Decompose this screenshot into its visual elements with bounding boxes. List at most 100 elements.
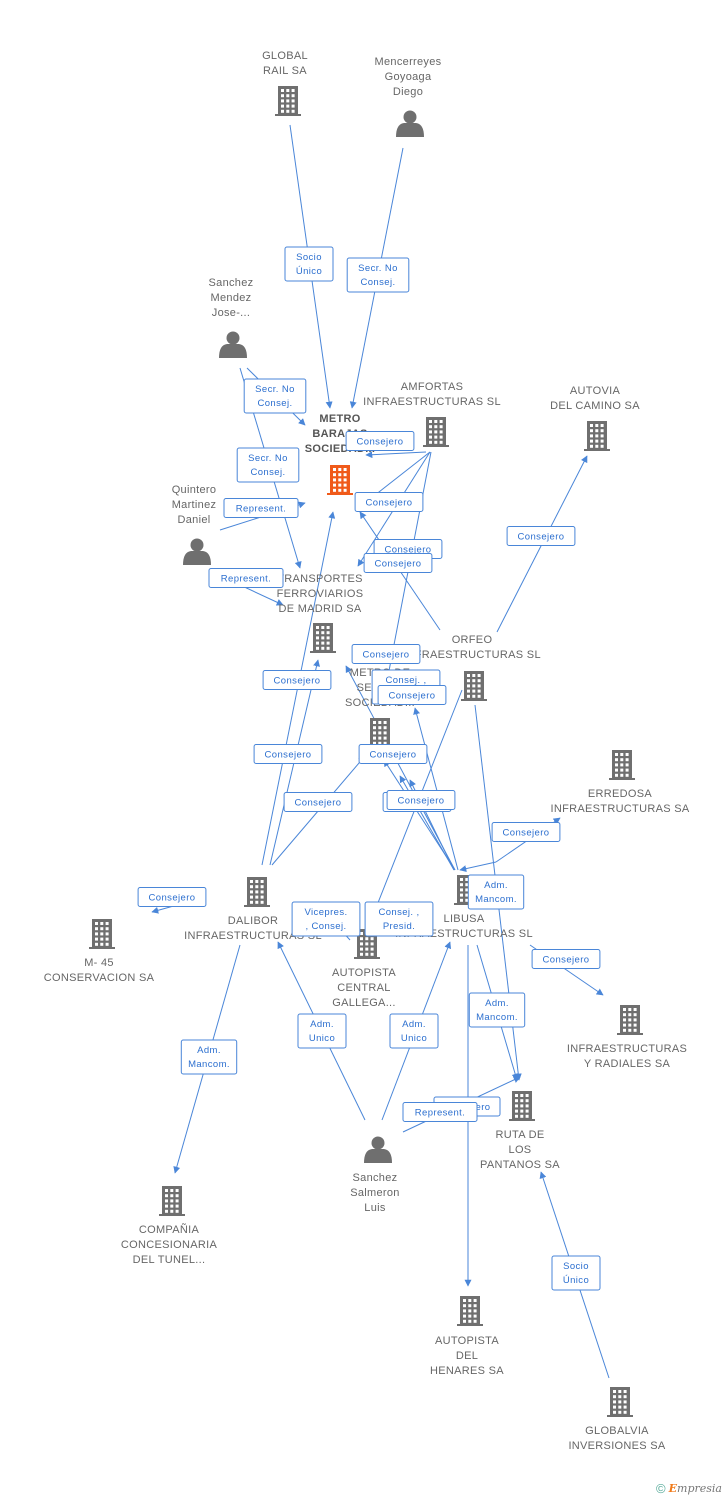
edge-label-text: Mancom.	[475, 894, 517, 905]
edge-label-text: Represent.	[221, 574, 271, 585]
node-autovia[interactable]: AUTOVIA DEL CAMINO SA	[550, 385, 640, 451]
edge-label-box[interactable]: Consejero	[137, 887, 207, 907]
node-label: Quintero	[172, 484, 217, 496]
edge-label-box[interactable]: Consejero	[351, 644, 421, 664]
edge-label-box[interactable]: Adm. Mancom.	[180, 1039, 238, 1075]
edge-label-text: Consej.	[250, 467, 285, 478]
edge-label-box[interactable]: Consejero	[253, 744, 323, 764]
node-label: HENARES SA	[430, 1365, 504, 1377]
building-icon	[159, 1186, 185, 1216]
edge-label-text: Vicepres.	[304, 907, 347, 918]
edge-label-text: Consejero	[363, 650, 410, 661]
node-label: CONCESIONARIA	[121, 1239, 218, 1251]
edge-label-text: Secr. No	[255, 384, 295, 395]
node-label: DALIBOR	[228, 915, 278, 927]
edge-label-text: Presid.	[383, 921, 415, 932]
building-icon	[89, 919, 115, 949]
edge-label-box[interactable]: Consejero	[491, 822, 561, 842]
node-label: Goyoaga	[385, 71, 432, 83]
node-sanchez-mendez[interactable]: SanchezMendezJose-...	[209, 277, 254, 358]
edge-label-text: Consejero	[370, 750, 417, 761]
node-label: DEL TUNEL...	[133, 1254, 206, 1266]
edge-label-text: Consejero	[149, 893, 196, 904]
building-icon	[609, 750, 635, 780]
edge-label-text: Socio	[296, 252, 322, 263]
edge-label-box[interactable]: Adm.Mancom.	[468, 992, 526, 1028]
edge-label-text: Consejero	[543, 955, 590, 966]
node-label: DEL	[456, 1350, 478, 1362]
edge-label-box[interactable]: Consejero	[386, 790, 456, 810]
edge-label-box[interactable]: Adm.Unico	[297, 1013, 347, 1049]
edge-label-box[interactable]: Represent.	[208, 568, 284, 588]
edge-label-box[interactable]: Consejero	[531, 949, 601, 969]
node-compania-tunel[interactable]: COMPAÑIA CONCESIONARIA DEL TUNEL...	[121, 1186, 218, 1266]
node-label: AMFORTAS	[401, 381, 464, 393]
edge-label-text: Adm.	[485, 998, 509, 1009]
building-icon	[461, 671, 487, 701]
edge-label-box[interactable]: Adm. Mancom.	[467, 874, 525, 910]
edge-label-box[interactable]: Consejero	[358, 744, 428, 764]
edge-label-box[interactable]: Consej. , Presid.	[364, 901, 434, 937]
edge-label-text: Consejero	[375, 559, 422, 570]
edge-label-text: Consej. ,	[378, 907, 419, 918]
edge-label-box[interactable]: Consejero	[283, 792, 353, 812]
edge-label-box[interactable]: Represent.	[223, 498, 299, 518]
edge-label-box[interactable]: Consejero	[262, 670, 332, 690]
building-icon	[423, 417, 449, 447]
edge-label-box[interactable]: Consejero	[377, 685, 447, 705]
node-label: DEL CAMINO SA	[550, 400, 640, 412]
building-icon	[275, 86, 301, 116]
node-label: COMPAÑIA	[139, 1223, 200, 1236]
edge-label-box[interactable]: Consejero	[363, 553, 433, 573]
edge-label-text: Adm.	[484, 880, 508, 891]
node-label: AUTOVIA	[570, 385, 621, 397]
node-label: ERREDOSA	[588, 788, 652, 800]
person-icon	[183, 538, 211, 565]
building-icon	[584, 421, 610, 451]
node-label: INVERSIONES SA	[568, 1440, 665, 1452]
edge-label-text: Consejero	[366, 498, 413, 509]
node-label: Salmeron	[350, 1187, 399, 1199]
node-autopista-central[interactable]: AUTOPISTACENTRALGALLEGA...	[332, 929, 396, 1009]
node-metro-barajas[interactable]: METROBARAJASSOCIEDAD...	[305, 413, 376, 495]
edge-label-box[interactable]: Secr. No Consej.	[236, 447, 300, 483]
edge-label-box[interactable]: Consejero	[354, 492, 424, 512]
edge-label-box[interactable]: Represent.	[402, 1102, 478, 1122]
node-amfortas[interactable]: AMFORTAS INFRAESTRUCTURAS SL	[363, 381, 501, 447]
edge-label-text: Consejero	[265, 750, 312, 761]
edge-label-text: , Consej.	[305, 921, 346, 932]
edge-label-text: Represent.	[236, 504, 286, 515]
edge-label-text: Secr. No	[248, 453, 288, 464]
node-label: INFRAESTRUCTURAS SL	[363, 396, 501, 408]
edge-label-text: Unico	[401, 1033, 427, 1044]
edge-label-text: Consejero	[518, 532, 565, 543]
edge-label-box[interactable]: Consejero	[345, 431, 415, 451]
edge-label-text: Consejero	[274, 676, 321, 687]
node-label: INFRAESTRUCTURAS	[567, 1043, 687, 1055]
edge-label-box[interactable]: Consejero	[506, 526, 576, 546]
edge-label-box[interactable]: Adm.Unico	[389, 1013, 439, 1049]
node-label: LOS	[509, 1144, 532, 1156]
node-label: Sanchez	[209, 277, 254, 289]
node-label: Mendez	[211, 292, 252, 304]
edge-label-text: Mancom.	[188, 1059, 230, 1070]
edge-label-box[interactable]: Vicepres. , Consej.	[291, 901, 361, 937]
edge-label-text: Adm.	[197, 1045, 221, 1056]
